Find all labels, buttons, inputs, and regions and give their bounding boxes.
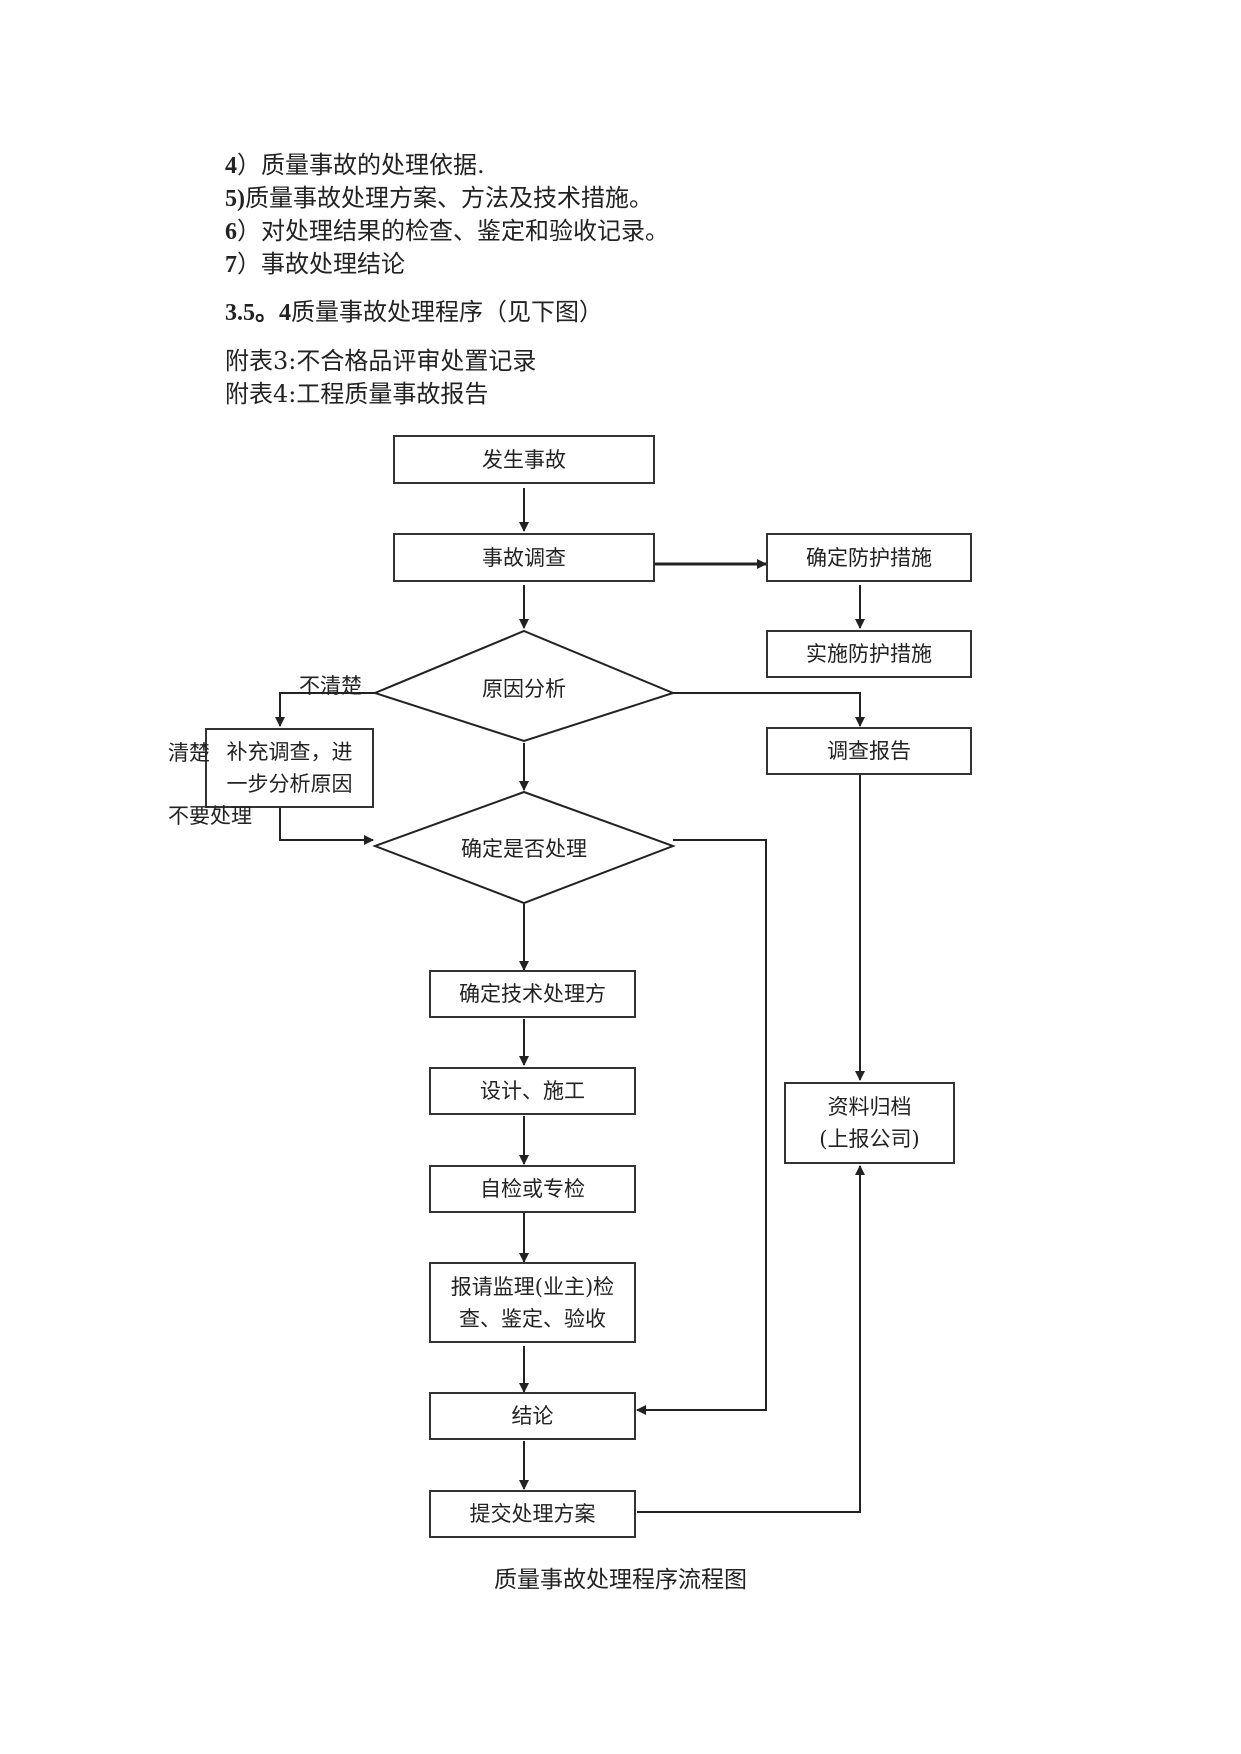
node-investigation-report: 调查报告 (766, 727, 972, 775)
node-determine-protection: 确定防护措施 (766, 533, 972, 582)
node-design-construction: 设计、施工 (429, 1067, 636, 1115)
list-item-5: 5)质量事故处理方案、方法及技术措施。 (225, 184, 653, 212)
label-unclear: 不清楚 (299, 674, 362, 698)
decide-diamond (372, 790, 676, 905)
node-conclusion: 结论 (429, 1392, 636, 1440)
node-supplementary-investigation: 补充调查，进 一步分析原因 (205, 728, 374, 808)
node-decide-handling: 确定是否处理 (461, 837, 587, 861)
list-item-7: 7）事故处理结论 (225, 250, 405, 278)
node-submit-plan: 提交处理方案 (429, 1490, 636, 1538)
node-cause-analysis: 原因分析 (482, 677, 566, 701)
node-supervisor-inspection: 报请监理(业主)检 查、鉴定、验收 (429, 1262, 636, 1343)
node-technical-plan: 确定技术处理方 (429, 970, 636, 1018)
node-archive: 资料归档 (上报公司) (784, 1082, 955, 1164)
node-self-check: 自检或专检 (429, 1165, 636, 1213)
label-clear: 清楚 (168, 741, 210, 765)
node-investigate: 事故调查 (393, 533, 655, 582)
label-no-need: 不要处理 (168, 804, 252, 828)
figure-caption: 质量事故处理程序流程图 (494, 1567, 747, 1593)
node-implement-protection: 实施防护措施 (766, 630, 972, 678)
section-heading: 3.5。4质量事故处理程序（见下图） (225, 298, 603, 326)
list-item-4: 4）质量事故的处理依据. (225, 151, 485, 179)
attachment-3: 附表3:不合格品评审处置记录 (225, 347, 537, 375)
attachment-4: 附表4:工程质量事故报告 (225, 380, 489, 408)
node-occur: 发生事故 (393, 435, 655, 484)
list-item-6: 6）对处理结果的检查、鉴定和验收记录。 (225, 217, 669, 245)
cause-analysis-diamond (372, 629, 676, 743)
